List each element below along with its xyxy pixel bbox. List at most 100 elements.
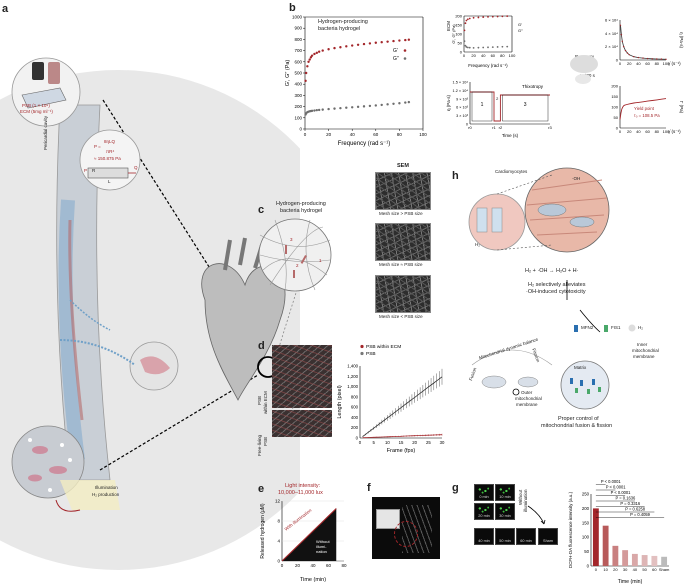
y-tick-label: 1,000 [347,384,358,389]
equation-r: R [92,168,96,173]
y-tick-label: 400 [294,82,302,87]
data-point [345,45,348,48]
yield-value: τ₀ = 108.5 Pa [634,113,660,118]
data-point [304,71,308,75]
region-box-1 [471,91,493,122]
y-tick-label: 1.2 × 10⁴ [453,89,469,93]
y-tick-label: 0 [460,50,463,55]
y-tick-label: 0 [587,564,590,569]
data-point [487,46,489,49]
data-point [622,45,625,48]
data-point [309,56,313,59]
x-tick-label: 40 [636,129,641,134]
h-outer-1: Outer [521,390,533,395]
data-point [660,58,663,60]
x-tick-label: 50 [642,567,647,572]
sem-image-3 [375,275,431,313]
vial-label-ecm: ECM (5mg ml⁻¹) [20,109,53,114]
h-selective-2: ·OH-induced cytotoxicity [526,289,586,295]
sem-label-3: Mesh size < PSB size [379,314,423,319]
data-point [637,56,640,59]
with-illum-line [281,508,337,562]
y-tick-label: 12 [275,499,281,504]
y-tick-label: 250 [582,492,590,497]
data-point [356,105,360,109]
data-point [306,65,309,68]
data-point [310,54,314,57]
data-point [404,101,407,104]
y-tick-label: 100 [582,535,590,540]
x-tick-label: 80 [341,563,347,568]
data-point [362,105,366,108]
data-point [621,40,623,43]
without-area [282,508,337,561]
x-axis-label: γ̇ (s⁻¹) [668,61,681,66]
equation-value: ≈ 150.875 Pa [94,156,121,161]
x-tick-label: 25 [426,440,431,445]
hydrogel-circle [258,218,332,292]
y-tick-label: 0 [616,126,619,131]
c-title-1: Hydrogen-producing [276,201,326,207]
data-point [333,46,336,50]
y-tick-label: 400 [351,415,359,420]
h-h2: H₂ [475,242,480,247]
data-point [465,19,468,22]
data-point [368,42,372,45]
x-tick-label: 80 [655,61,660,66]
p-value-label: P < 0.0001 [611,490,632,495]
data-point [624,49,627,52]
y-tick-label: 700 [294,48,302,53]
bar [612,545,619,566]
data-point [374,41,377,44]
data-point [398,39,401,42]
vial-label-psb: PSB (1 × 10⁹) [22,103,50,108]
x-tick-label: 100 [509,53,516,58]
x-tick-label: 15 [399,440,404,445]
x-tick-label: 20 [326,132,332,137]
x-tick-label: 40 [310,563,316,568]
data-point [315,51,318,55]
c-num-3: 3 [290,237,293,242]
x-tick-label: 40 [350,132,356,137]
x-tick-label: 60 [652,567,657,572]
data-point [351,44,354,47]
g-frame-60: 60 min [516,528,536,545]
y-tick-label: 50 [458,41,463,46]
y-tick-label: 1.5 × 10⁴ [453,81,469,85]
y-tick-label: 4 × 10⁴ [605,31,618,36]
without-label-2: illumi- [316,544,327,549]
data-point [482,16,485,18]
x-tick-label: r2 [499,125,503,130]
data-point [333,107,336,110]
panel-letter-d: d [258,340,265,352]
series-line [362,434,443,439]
sem-label-2: Mesh size ≈ PSB size [379,262,423,267]
p-value-label: P = 0.1636 [615,496,636,501]
data-point [619,24,622,27]
y-tick-label: 100 [611,105,618,110]
p-value-label: P = 0.3316 [620,501,641,506]
x-axis-label: Time (s) [502,133,519,138]
data-point [304,79,307,83]
x-tick-label: 20 [471,53,476,58]
h-legend-fis1: FIS1 [611,325,621,330]
y-tick-label: 8 [277,519,280,524]
data-point [628,53,630,56]
illumination-label: Illumination [95,485,118,490]
y-axis-label: DCFH-DA fluorescence intensity (a.u.) [568,491,573,568]
y-tick-label: 600 [351,405,359,410]
data-point [380,41,383,44]
data-point [464,44,467,47]
x-tick-label: 20 [627,61,632,66]
panel-letter-c: c [258,204,265,216]
data-point [472,46,475,49]
x-tick-label: Sham [659,567,670,572]
x-tick-label: 0 [463,53,466,58]
data-point [339,46,342,49]
data-point [404,38,407,42]
x-tick-label: r0 [468,125,472,130]
equation-q: Q [134,165,138,170]
y-tick-label: 6 × 10³ [456,106,469,110]
